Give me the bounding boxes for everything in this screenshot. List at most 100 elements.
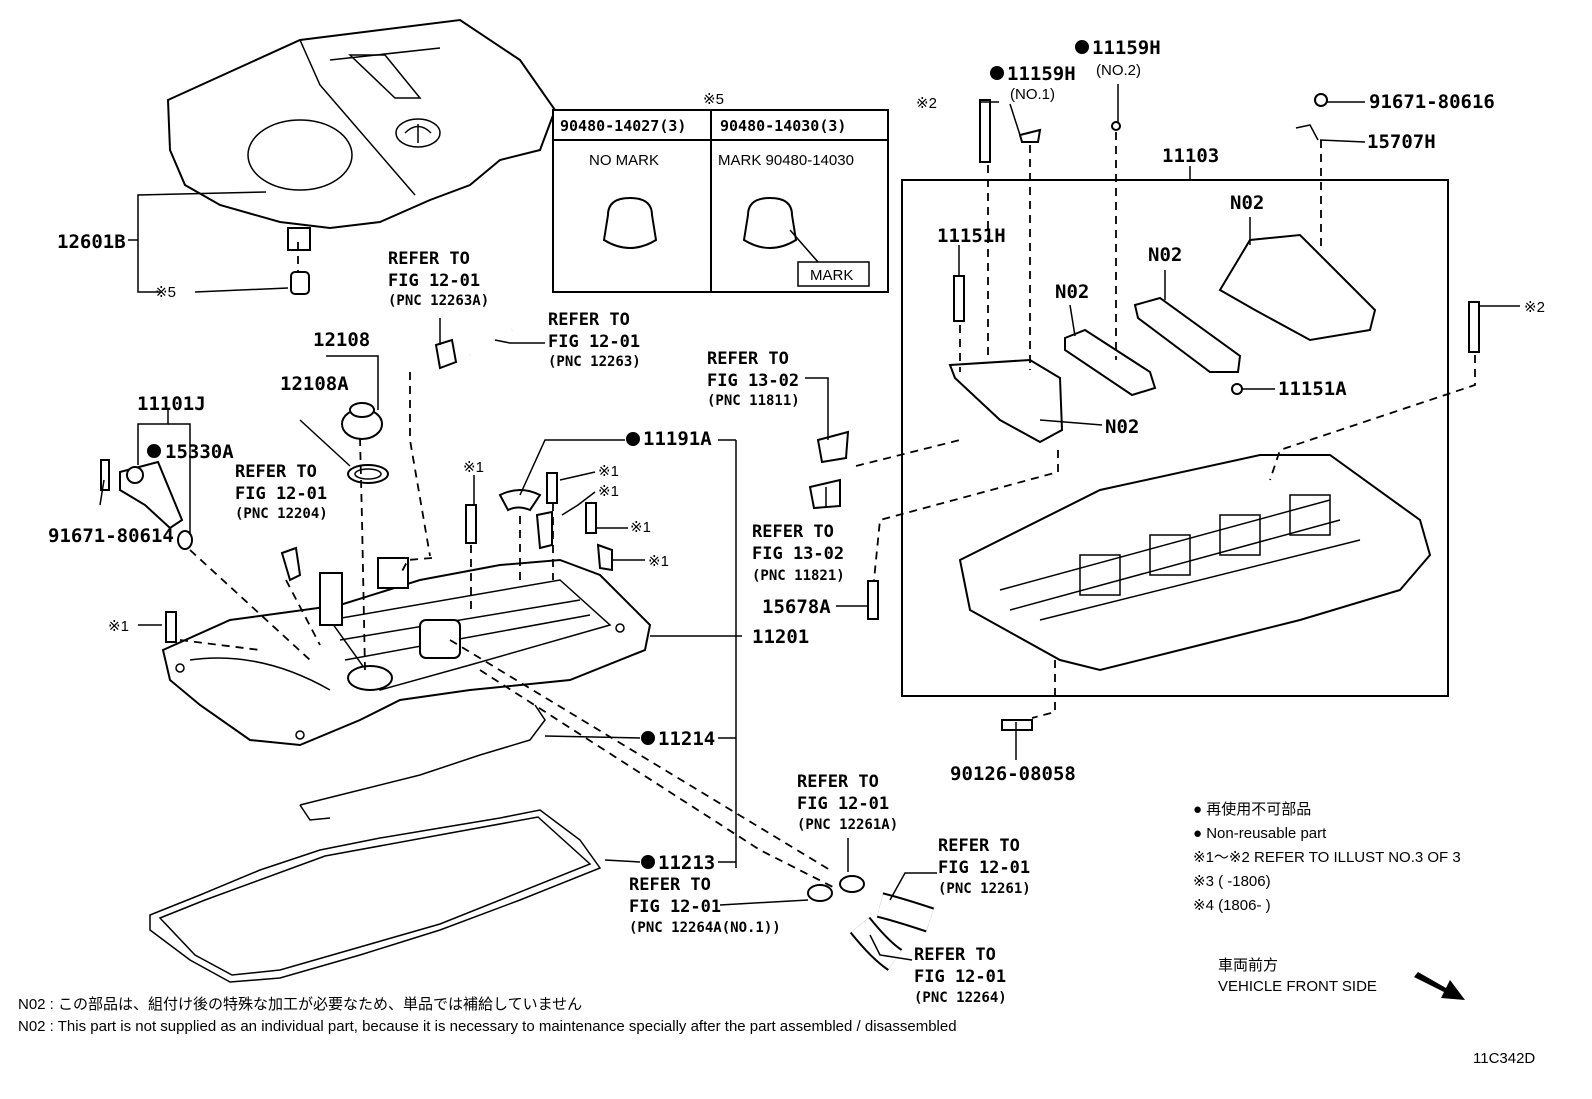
refer-11811: REFER TO FIG 13-02 (PNC 11811) bbox=[707, 349, 800, 409]
label-11159H-no2: 11159H bbox=[1092, 37, 1161, 59]
ocv-illustration bbox=[100, 459, 193, 550]
svg-text:(PNC 11811): (PNC 11811) bbox=[707, 393, 800, 409]
label-11103: 11103 bbox=[1162, 145, 1219, 167]
label-11159H-no1-sub: (NO.1) bbox=[1010, 86, 1055, 103]
leader-lines bbox=[99, 84, 1520, 961]
vehicle-front-direction: 車両前方 VEHICLE FRONT SIDE bbox=[1218, 957, 1465, 1000]
svg-text:(PNC 12264A(NO.1)): (PNC 12264A(NO.1)) bbox=[629, 920, 781, 936]
svg-text:(PNC 12261A): (PNC 12261A) bbox=[797, 817, 898, 833]
label-11159H-no2-sub: (NO.2) bbox=[1096, 62, 1141, 79]
svg-text:(PNC 12263A): (PNC 12263A) bbox=[388, 293, 489, 309]
svg-text:REFER TO: REFER TO bbox=[388, 249, 470, 269]
bearing-caps-illustration bbox=[948, 233, 1377, 444]
svg-text:REFER TO: REFER TO bbox=[797, 772, 879, 792]
hoses-illustration bbox=[807, 875, 935, 971]
svg-text:FIG 12-01: FIG 12-01 bbox=[629, 897, 721, 917]
small-parts-illustration bbox=[165, 327, 613, 643]
legend-line3: ※1～※2 REFER TO ILLUST NO.3 OF 3 bbox=[1193, 849, 1461, 866]
label-note5: ※5 bbox=[155, 284, 176, 301]
bolts-illustration bbox=[808, 93, 1480, 731]
label-11159H-no1: 11159H bbox=[1007, 63, 1076, 85]
label-91671-80614: 91671-80614 bbox=[48, 525, 174, 547]
label-12108: 12108 bbox=[313, 329, 370, 351]
svg-text:FIG 12-01: FIG 12-01 bbox=[235, 484, 327, 504]
non-reusable-dot bbox=[1075, 40, 1089, 54]
label-11213: 11213 bbox=[658, 852, 715, 874]
non-reusable-dot bbox=[626, 432, 640, 446]
label-note1-d: ※1 bbox=[630, 519, 651, 536]
svg-text:REFER TO: REFER TO bbox=[235, 462, 317, 482]
label-note1-a: ※1 bbox=[463, 459, 484, 476]
label-11214: 11214 bbox=[658, 728, 715, 750]
assembly-11103-box bbox=[901, 179, 1449, 697]
label-n02-d: N02 bbox=[1105, 416, 1139, 438]
legend-line4: ※3 ( -1806) bbox=[1193, 873, 1271, 890]
footnote-ja: N02 : この部品は、組付け後の特殊な加工が必要なため、単品では補給していませ… bbox=[18, 996, 582, 1013]
non-reusable-dot bbox=[990, 66, 1004, 80]
figure-id: 11C342D bbox=[1473, 1050, 1535, 1067]
oil-filler-cap-illustration bbox=[341, 402, 389, 484]
label-15678A: 15678A bbox=[762, 596, 831, 618]
svg-text:FIG 13-02: FIG 13-02 bbox=[707, 371, 799, 391]
label-n02-b: N02 bbox=[1148, 244, 1182, 266]
table-col1-title: 90480-14027(3) bbox=[560, 117, 686, 135]
legend-line1: ● 再使用不可部品 bbox=[1193, 801, 1311, 818]
label-n02-c: N02 bbox=[1055, 281, 1089, 303]
label-11191A: 11191A bbox=[643, 428, 712, 450]
svg-text:REFER TO: REFER TO bbox=[629, 875, 711, 895]
legend: ● 再使用不可部品 ● Non-reusable part ※1～※2 REFE… bbox=[1193, 801, 1461, 914]
refer-12264A: REFER TO FIG 12-01 (PNC 12264A(NO.1)) bbox=[629, 875, 781, 936]
label-note2-b: ※2 bbox=[1524, 299, 1545, 316]
refer-12264: REFER TO FIG 12-01 (PNC 12264) bbox=[914, 945, 1007, 1006]
refer-12263A: REFER TO FIG 12-01 (PNC 12263A) bbox=[388, 249, 489, 309]
label-12601B: 12601B bbox=[57, 231, 126, 253]
label-n02-a: N02 bbox=[1230, 192, 1264, 214]
table-col2-desc: MARK 90480-14030 bbox=[718, 152, 854, 169]
label-91671-80616: 91671-80616 bbox=[1369, 91, 1495, 113]
table-mark: ※5 bbox=[703, 91, 724, 108]
label-15707H: 15707H bbox=[1367, 131, 1436, 153]
table-col2-title: 90480-14030(3) bbox=[720, 117, 846, 135]
refer-12204: REFER TO FIG 12-01 (PNC 12204) bbox=[235, 462, 328, 522]
non-reusable-dot bbox=[641, 855, 655, 869]
svg-text:REFER TO: REFER TO bbox=[914, 945, 996, 965]
footnote-en: N02 : This part is not supplied as an in… bbox=[18, 1018, 957, 1035]
refer-12261A: REFER TO FIG 12-01 (PNC 12261A) bbox=[797, 772, 898, 833]
table-mark-label: MARK bbox=[810, 267, 853, 284]
legend-line5: ※4 (1806- ) bbox=[1193, 897, 1271, 914]
label-note2-a: ※2 bbox=[916, 95, 937, 112]
direction-ja: 車両前方 bbox=[1218, 957, 1278, 974]
label-11151H: 11151H bbox=[937, 225, 1006, 247]
arrow-icon bbox=[1414, 972, 1465, 1000]
svg-text:REFER TO: REFER TO bbox=[752, 522, 834, 542]
svg-text:FIG 12-01: FIG 12-01 bbox=[797, 794, 889, 814]
svg-text:(PNC 12204): (PNC 12204) bbox=[235, 506, 328, 522]
svg-text:(PNC 12261): (PNC 12261) bbox=[938, 881, 1031, 897]
svg-text:(PNC 12263): (PNC 12263) bbox=[548, 354, 641, 370]
camshaft-housing-illustration bbox=[958, 454, 1432, 672]
label-note1-f: ※1 bbox=[108, 618, 129, 635]
svg-text:(PNC 12264): (PNC 12264) bbox=[914, 990, 1007, 1006]
svg-text:FIG 13-02: FIG 13-02 bbox=[752, 544, 844, 564]
svg-text:(PNC 11821): (PNC 11821) bbox=[752, 568, 845, 584]
label-note1-e: ※1 bbox=[648, 553, 669, 570]
label-90126-08058: 90126-08058 bbox=[950, 763, 1076, 785]
label-11151A: 11151A bbox=[1278, 378, 1347, 400]
svg-text:FIG 12-01: FIG 12-01 bbox=[388, 271, 480, 291]
svg-text:FIG 12-01: FIG 12-01 bbox=[914, 967, 1006, 987]
grommet-table: ※5 90480-14027(3) 90480-14030(3) NO MARK… bbox=[552, 91, 889, 293]
svg-text:FIG 12-01: FIG 12-01 bbox=[938, 858, 1030, 878]
svg-text:REFER TO: REFER TO bbox=[548, 310, 630, 330]
svg-text:FIG 12-01: FIG 12-01 bbox=[548, 332, 640, 352]
label-note1-b: ※1 bbox=[598, 463, 619, 480]
direction-en: VEHICLE FRONT SIDE bbox=[1218, 978, 1377, 995]
refer-12263: REFER TO FIG 12-01 (PNC 12263) bbox=[548, 310, 641, 370]
dashed-reference-lines bbox=[179, 132, 1476, 889]
non-reusable-dot bbox=[641, 731, 655, 745]
cylinder-head-cover-illustration bbox=[161, 557, 652, 747]
label-note1-c: ※1 bbox=[598, 483, 619, 500]
svg-text:REFER TO: REFER TO bbox=[707, 349, 789, 369]
label-12108A: 12108A bbox=[280, 373, 349, 395]
refer-11821: REFER TO FIG 13-02 (PNC 11821) bbox=[752, 522, 845, 584]
